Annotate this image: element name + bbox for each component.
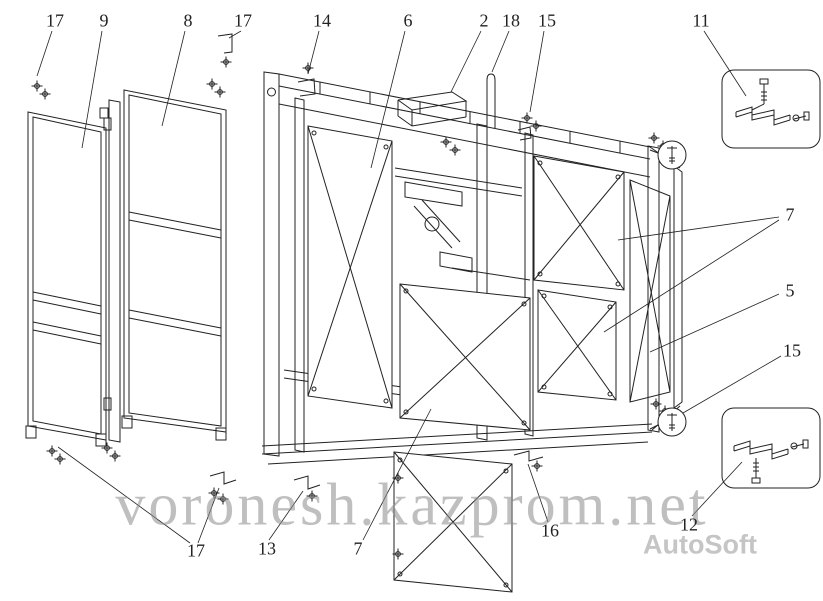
callout-17-bottom: 17 <box>187 540 205 561</box>
callout-17-top-mid: 17 <box>234 10 252 31</box>
detail-inset-11 <box>721 69 821 149</box>
callout-18: 18 <box>502 10 520 31</box>
callout-14: 14 <box>313 10 331 31</box>
detail-circle-top <box>649 140 687 170</box>
callout-15-top: 15 <box>538 10 556 31</box>
callout-6: 6 <box>403 10 413 31</box>
callout-5: 5 <box>785 280 795 301</box>
hardware-fittings <box>31 33 671 560</box>
callout-9: 9 <box>99 10 109 31</box>
callout-7-right: 7 <box>785 204 795 225</box>
callout-17-top-left: 17 <box>46 10 64 31</box>
x-braced-panels <box>307 125 625 593</box>
left-wall-panels <box>25 89 227 447</box>
callout-2: 2 <box>479 10 489 31</box>
callout-8: 8 <box>183 10 193 31</box>
callout-15-right: 15 <box>783 340 801 361</box>
callout-13: 13 <box>258 538 276 559</box>
leader-lines <box>36 30 782 544</box>
callout-11: 11 <box>692 10 710 31</box>
callout-12: 12 <box>680 514 698 535</box>
callout-16: 16 <box>541 520 559 541</box>
detail-circle-bottom <box>649 407 687 437</box>
detail-inset-12 <box>721 407 821 489</box>
callout-7-bottom: 7 <box>353 538 363 559</box>
